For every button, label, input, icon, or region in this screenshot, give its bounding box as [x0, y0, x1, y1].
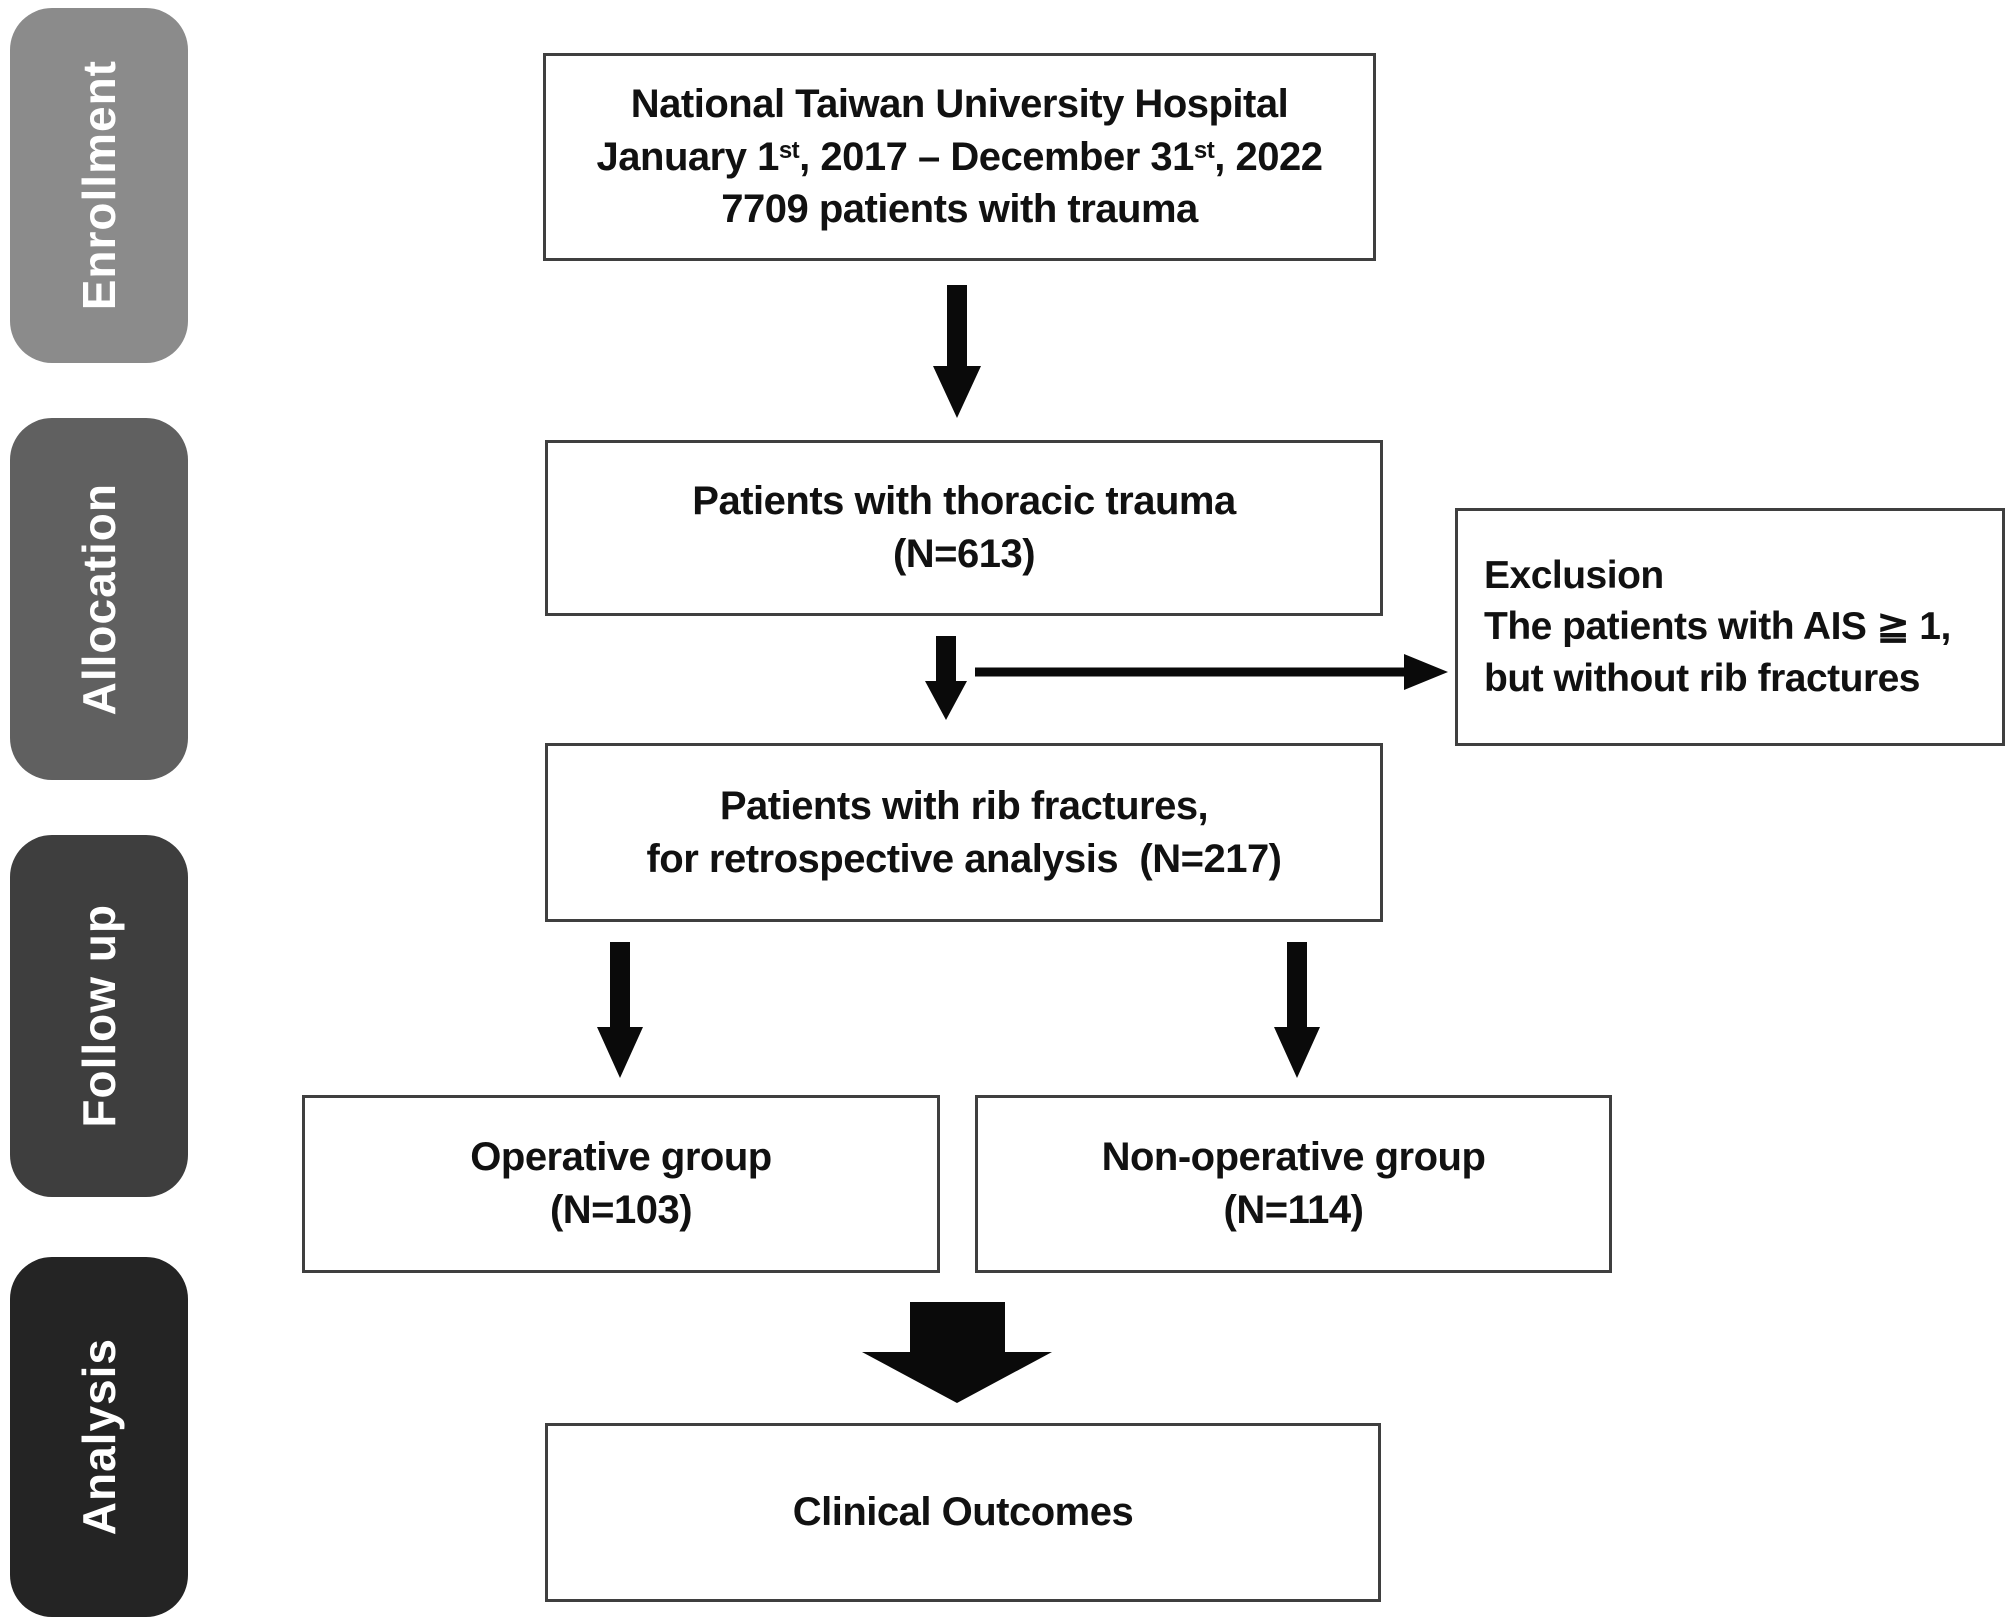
non-operative-group-box: Non-operative group (N=114)	[975, 1095, 1612, 1273]
date-part: , 2022	[1214, 134, 1323, 179]
stage-follow-up: Follow up	[10, 835, 188, 1197]
date-superscript: st	[778, 136, 800, 164]
exclusion-box: Exclusion The patients with AIS ≧ 1, but…	[1455, 508, 2005, 746]
enrollment-date-line: January 1st, 2017 – December 31st, 2022	[597, 131, 1323, 184]
clinical-outcomes-box: Clinical Outcomes	[545, 1423, 1381, 1602]
stage-enrollment-label: Enrollment	[73, 60, 125, 311]
thoracic-trauma-count: (N=613)	[892, 532, 1036, 576]
rib-fractures-count: for retrospective analysis (N=217)	[646, 836, 1282, 881]
date-superscript: st	[1193, 136, 1215, 164]
thoracic-trauma-label: Patients with thoracic trauma	[692, 479, 1236, 524]
non-operative-group-label: Non-operative group	[1101, 1135, 1486, 1180]
exclusion-branch-arrowhead-icon	[1404, 654, 1448, 690]
operative-group-box: Operative group (N=103)	[302, 1095, 940, 1273]
stage-analysis: Analysis	[10, 1257, 188, 1617]
operative-group-label: Operative group	[470, 1135, 772, 1180]
stage-enrollment: Enrollment	[10, 8, 188, 363]
stage-allocation: Allocation	[10, 418, 188, 780]
down-arrow-enrollment-to-thoracic-icon	[933, 285, 981, 418]
clinical-outcomes-label: Clinical Outcomes	[792, 1490, 1134, 1535]
down-arrow-thoracic-to-rib-icon	[925, 636, 967, 720]
enrollment-box: National Taiwan University Hospital Janu…	[543, 53, 1376, 261]
exclusion-criteria-line2: but without rib fractures	[1484, 656, 1921, 700]
stage-allocation-label: Allocation	[73, 482, 125, 716]
exclusion-title: Exclusion	[1484, 553, 1664, 597]
rib-fractures-box: Patients with rib fractures, for retrosp…	[545, 743, 1383, 922]
thoracic-trauma-box: Patients with thoracic trauma (N=613)	[545, 440, 1383, 616]
big-down-arrow-groups-to-outcomes-icon	[862, 1302, 1052, 1403]
rib-fractures-label: Patients with rib fractures,	[719, 783, 1209, 828]
operative-group-count: (N=103)	[549, 1188, 693, 1232]
stage-analysis-label: Analysis	[73, 1338, 125, 1536]
exclusion-criteria-line1: The patients with AIS ≧ 1,	[1484, 605, 1951, 649]
stage-follow-up-label: Follow up	[73, 904, 125, 1128]
down-arrow-rib-to-operative-icon	[597, 942, 643, 1078]
down-arrow-rib-to-non-operative-icon	[1274, 942, 1320, 1078]
enrollment-hospital-line: National Taiwan University Hospital	[630, 81, 1289, 126]
date-part: January 1	[596, 134, 780, 179]
enrollment-count-line: 7709 patients with trauma	[721, 187, 1198, 232]
non-operative-group-count: (N=114)	[1223, 1188, 1364, 1232]
date-part: , 2017 – December 31	[799, 134, 1194, 179]
